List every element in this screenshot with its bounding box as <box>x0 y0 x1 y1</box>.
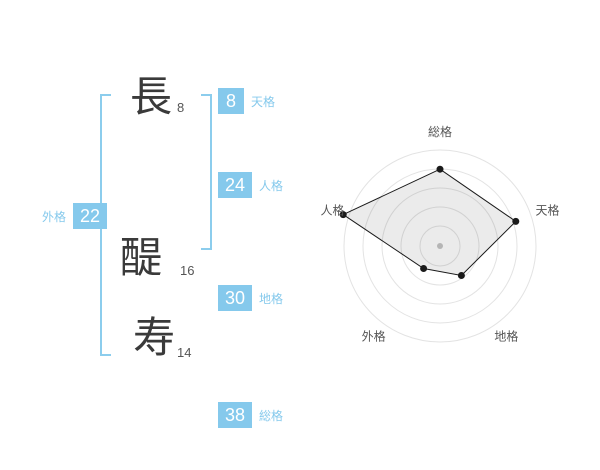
jinkaku-bracket <box>201 94 212 250</box>
chikaku-label: 地格 <box>259 291 284 306</box>
tenkaku-group: 8 天格 <box>218 88 275 114</box>
jinkaku-value-badge: 24 <box>218 172 253 198</box>
chikaku-group: 30 地格 <box>218 285 283 311</box>
tenkaku-label: 天格 <box>251 94 276 109</box>
radar-polygon <box>342 168 517 277</box>
name-char-2: 醍 <box>120 234 163 281</box>
gaikaku-label: 外格 <box>42 209 67 224</box>
tenkaku-value-badge: 8 <box>218 88 244 114</box>
radar-ring <box>419 225 461 267</box>
radar-axis-label: 人格 <box>320 202 344 217</box>
gaikaku-group: 外格 22 <box>42 203 108 229</box>
name-char-3-strokes: 14 <box>177 345 192 360</box>
name-char-1: 長 <box>130 73 173 120</box>
soukaku-value-badge: 38 <box>218 402 253 428</box>
jinkaku-label: 人格 <box>259 178 284 193</box>
radar-point <box>339 211 347 219</box>
radar-center-dot <box>437 243 443 249</box>
gaikaku-value-badge: 22 <box>73 203 108 229</box>
jinkaku-group: 24 人格 <box>218 172 283 198</box>
radar-axis-label: 総格 <box>428 124 452 139</box>
radar-axis-label: 天格 <box>535 202 559 217</box>
radar-ring <box>381 187 499 305</box>
name-char-1-strokes: 8 <box>177 100 185 115</box>
radar-axis-label: 地格 <box>494 329 518 344</box>
radar-ring <box>343 149 537 343</box>
chikaku-value-badge: 30 <box>218 285 253 311</box>
name-char-2-strokes: 16 <box>180 263 195 278</box>
soukaku-label: 総格 <box>259 408 284 423</box>
radar-axis-label: 外格 <box>362 329 386 344</box>
radar-point <box>436 165 444 173</box>
radar-point <box>457 272 465 279</box>
name-char-3: 寿 <box>133 314 176 361</box>
radar-ring <box>400 206 480 286</box>
radar-point <box>512 217 520 225</box>
soukaku-group: 38 総格 <box>218 402 283 428</box>
radar-point <box>420 265 428 272</box>
